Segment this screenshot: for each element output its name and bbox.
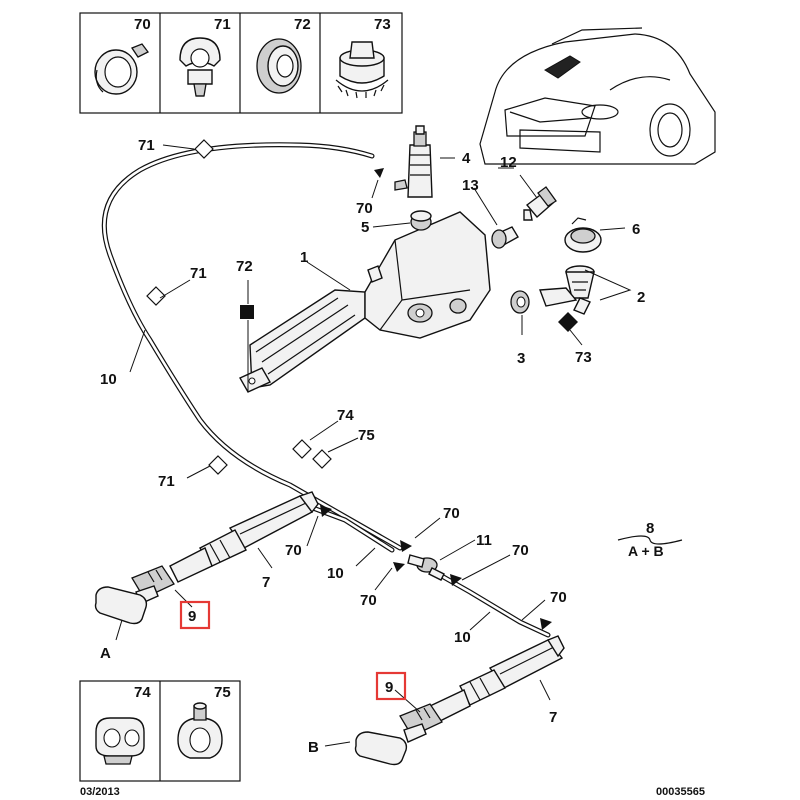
clamp-arrows	[320, 168, 552, 630]
clip-71-lower-marker	[208, 455, 228, 475]
double-clip-icon	[95, 717, 145, 765]
callout-9-highlight-b	[375, 671, 407, 701]
washer-actuator-left	[169, 491, 319, 583]
callout-7: 7	[262, 574, 270, 591]
headlamp-cover-right	[354, 731, 408, 766]
seal-marker-73	[558, 312, 578, 332]
legend-brace	[617, 535, 683, 545]
washer-pump	[394, 125, 433, 198]
inset-top: 70 71 72 73	[79, 12, 403, 114]
callout-70: 70	[512, 542, 529, 559]
callout-12: 12	[500, 154, 517, 171]
callout-71: 71	[190, 265, 207, 282]
clip-71-middle-marker	[146, 286, 166, 306]
clip-markers	[146, 139, 332, 475]
callout-9-highlight-a	[179, 600, 211, 630]
callout-13: 13	[462, 177, 479, 194]
clip-71-upper-marker	[194, 139, 214, 159]
callout-10: 10	[100, 371, 117, 388]
inset-number-70: 70	[134, 16, 151, 33]
pump-grommet	[410, 210, 432, 231]
clip-75-marker	[312, 449, 332, 469]
callout-9-b: 9	[385, 679, 393, 696]
callout-71: 71	[158, 473, 175, 490]
filler-seal	[510, 290, 530, 314]
filler-cap	[564, 217, 602, 253]
callout-73: 73	[575, 349, 592, 366]
clamp-70-arrow-left	[320, 505, 332, 517]
clamp-70-arrow-top	[374, 168, 384, 178]
headlamp-cover-left	[94, 586, 148, 625]
filler-neck	[539, 265, 595, 315]
pipe-clip-icon	[179, 37, 221, 97]
clamp-70-arrow-lower	[393, 562, 405, 572]
inset-number-75: 75	[214, 684, 231, 701]
inset-top-frame	[79, 12, 403, 114]
pump-seal-ring-icon	[335, 41, 389, 99]
clamp-70-arrow-right	[540, 618, 552, 630]
callout-70: 70	[285, 542, 302, 559]
inset-number-71: 71	[214, 16, 231, 33]
callout-11: 11	[476, 532, 492, 549]
washer-jet-right	[399, 703, 443, 743]
callout-10: 10	[327, 565, 344, 582]
callout-3: 3	[517, 350, 525, 367]
legend-number: 8	[646, 520, 654, 537]
callout-5: 5	[361, 219, 369, 236]
level-sensor-grommet	[491, 226, 519, 249]
inset-bottom: 74 75	[79, 680, 241, 782]
footer-reference: 00035565	[656, 786, 705, 798]
callout-4: 4	[462, 150, 471, 167]
vehicle-location-icon	[479, 27, 716, 165]
inset-number-73: 73	[374, 16, 391, 33]
clamp-70-arrow-center	[400, 540, 412, 552]
clamp-70-arrow-tee	[450, 574, 462, 586]
callout-6: 6	[632, 221, 640, 238]
grommet-icon	[256, 38, 302, 94]
footer-date: 03/2013	[80, 786, 120, 798]
washer-hose	[101, 142, 551, 638]
highlighted-callouts: 9 9	[179, 600, 407, 701]
callout-1: 1	[300, 249, 308, 266]
hose-tee-connector	[407, 554, 445, 581]
callout-70: 70	[360, 592, 377, 609]
callout-71: 71	[138, 137, 155, 154]
callout-74: 74	[337, 407, 354, 424]
grommet-marker-72	[240, 305, 254, 319]
side-label-a: A	[100, 645, 111, 662]
callout-72: 72	[236, 258, 253, 275]
washer-reservoir	[239, 211, 491, 393]
callout-7: 7	[549, 709, 557, 726]
inset-number-74: 74	[134, 684, 151, 701]
callout-70: 70	[443, 505, 460, 522]
legend-text: A + B	[628, 543, 664, 559]
washer-actuator-right	[429, 635, 565, 723]
callout-9-a: 9	[188, 608, 196, 625]
hose-clamp-ring-icon	[94, 43, 149, 95]
inset-number-72: 72	[294, 16, 311, 33]
callout-10: 10	[454, 629, 471, 646]
leader-lines	[115, 144, 632, 747]
side-label-b: B	[308, 739, 319, 756]
kit-legend: 8 A + B	[617, 520, 683, 559]
clip-74-marker	[292, 439, 312, 459]
callouts: 71 4 12 13 70 5 6 1 72 71 2 3 73 10 74 7…	[100, 137, 645, 726]
level-sensor	[523, 186, 557, 221]
callout-2: 2	[637, 289, 645, 306]
callout-70: 70	[356, 200, 373, 217]
callout-70: 70	[550, 589, 567, 606]
pipe-clip-pin-icon	[177, 702, 223, 759]
callout-75: 75	[358, 427, 375, 444]
